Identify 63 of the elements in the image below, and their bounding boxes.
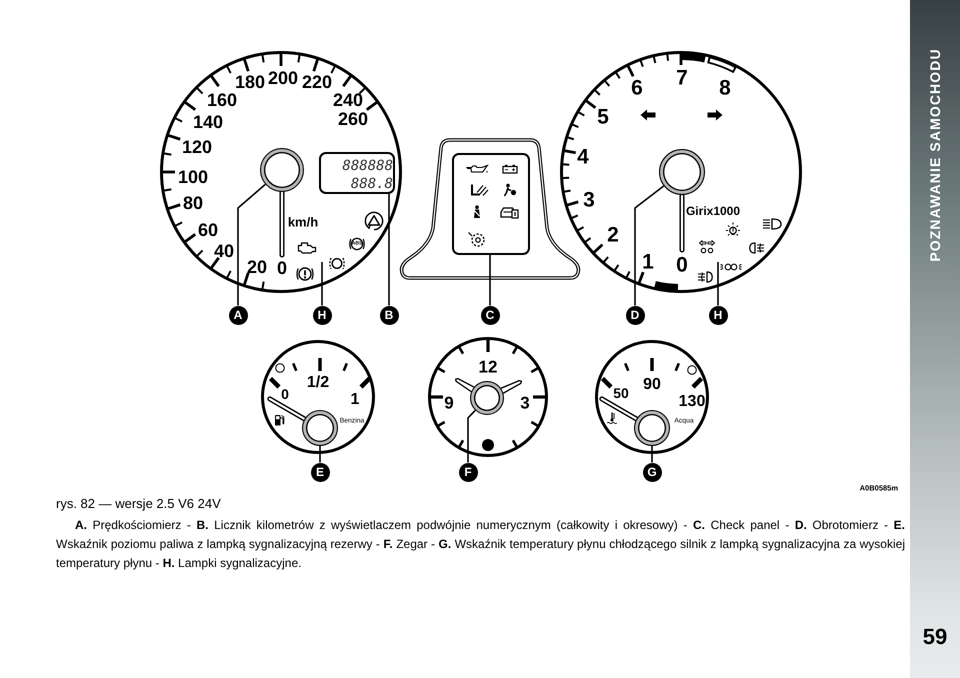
scale-number: 160: [206, 91, 238, 109]
scale-number: 130: [678, 394, 706, 410]
scale-number: 3: [583, 190, 595, 210]
scale-number: 100: [178, 168, 208, 186]
leader-line: [717, 262, 719, 306]
scale-number: 90: [643, 377, 661, 393]
scale-number: 140: [192, 113, 224, 131]
scale-number: 180: [234, 73, 266, 91]
callout-marker: G: [642, 462, 662, 482]
scale-number: 120: [182, 138, 212, 156]
clock-numeral: 9: [444, 394, 454, 412]
scale-number: 5: [597, 106, 609, 128]
leader-line: [237, 184, 266, 306]
temperature-gauge-dial: [595, 340, 709, 454]
callout-marker: A: [228, 306, 248, 324]
callout-marker: C: [480, 306, 500, 324]
scale-number: 1/2: [306, 375, 330, 391]
figure-caption: rys. 82 — wersje 2.5 V6 24V: [56, 497, 221, 510]
scale-number: 240: [332, 91, 364, 109]
scale-number: 1: [642, 252, 654, 272]
callout-marker: H: [708, 306, 728, 324]
scale-number: 50: [613, 386, 629, 400]
callout-marker: F: [458, 462, 478, 482]
scale-number: 2: [607, 224, 619, 246]
leader-line: [319, 446, 321, 462]
callout-marker: B: [380, 306, 398, 324]
scale-number: 80: [182, 194, 204, 212]
scale-number: 20: [246, 258, 268, 276]
scale-number: 40: [214, 242, 234, 260]
section-title: POZNAWANIE SAMOCHODU: [928, 48, 942, 262]
callout-marker: H: [312, 306, 332, 324]
leader-line: [321, 262, 323, 306]
scale-number: 6: [631, 78, 643, 98]
callout-marker: E: [310, 462, 330, 482]
clock-numeral: 3: [520, 394, 530, 412]
leader-line: [388, 194, 390, 306]
leader-line: [489, 255, 491, 306]
unit-label: km/h: [288, 216, 318, 228]
scale-number: 60: [198, 221, 218, 239]
scale-number: 0: [277, 259, 287, 277]
scale-number: 0: [281, 387, 289, 401]
page-number: 59: [922, 626, 948, 648]
fuel-gauge-dial: [261, 340, 375, 454]
description-text: A. Prędkościomierz - B. Licznik kilometrów z wyświetlaczem podwójnie numerycznym (całkowity i okresowy) - C. Check panel - D. Obrotomierz - E. Wskaźnik poziomu paliwa z lampką sygnalizacyjną rezerwy - F. Zegar - G. Wskaźnik temperatury płynu chłodzącego silnik z lampką sygnalizacyjna za wysokiej temperatury płynu - H. Lampki sygnalizacyjne.: [56, 517, 905, 572]
scale-number: 0: [676, 254, 688, 276]
scale-number: 200: [268, 69, 298, 87]
scale-number: 1: [350, 392, 360, 408]
scale-number: 220: [302, 73, 332, 91]
trip-digits: 888.8: [350, 177, 393, 191]
leader-line: [651, 446, 653, 462]
scale-number: 4: [577, 146, 589, 168]
odometer-digits: 888888: [342, 159, 393, 173]
tachometer-dial: [560, 51, 802, 293]
scale-number: 260: [338, 110, 368, 128]
scale-number: 7: [676, 68, 688, 88]
unit-label: Girix1000: [686, 205, 740, 217]
leader-line: [467, 410, 476, 462]
clock-numeral: 12: [478, 358, 498, 376]
scale-number: 8: [719, 78, 731, 98]
leader-line: [634, 185, 664, 306]
callout-marker: D: [626, 306, 644, 324]
warning-light-panel: [452, 153, 530, 255]
odometer-display: [319, 152, 395, 194]
